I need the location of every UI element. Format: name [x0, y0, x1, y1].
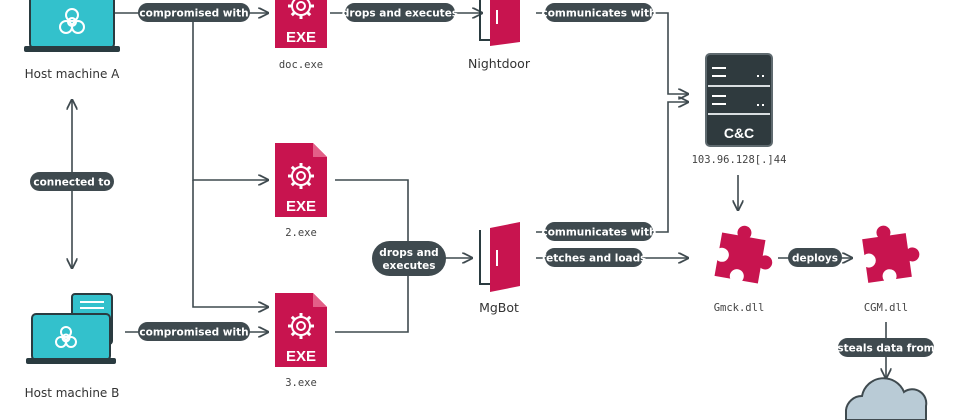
door-icon: [479, 0, 520, 46]
edge-label-communicates-top: communicates with: [541, 3, 657, 22]
edge-label-compromised-b: compromised with: [138, 322, 250, 341]
nightdoor-label: Nightdoor: [468, 56, 531, 71]
cc-server-node: C&C 103.96.128[.]44: [692, 53, 787, 166]
host-b-node: Host machine B: [25, 293, 120, 400]
edge-label-communicates-mid: communicates with: [541, 222, 657, 241]
svg-text:compromised with: compromised with: [139, 327, 248, 339]
puzzle-piece-icon: [860, 221, 923, 283]
gmck-node: Gmck.dll: [714, 222, 778, 314]
edge-label-compromised-a: compromised with: [138, 3, 250, 22]
svg-text:executes: executes: [382, 260, 435, 272]
monitor-biohazard-icon: [26, 293, 116, 364]
svg-text:communicates with: communicates with: [541, 227, 656, 239]
exe-file-gear-icon: EXE: [275, 293, 327, 367]
host-a-label: Host machine A: [25, 67, 121, 81]
edge-label-deploys: deploys: [788, 248, 842, 267]
edge-label-connected-to: connected to: [30, 172, 114, 191]
monitor-biohazard-icon: [24, 0, 120, 52]
doc-exe-node: EXE doc.exe: [275, 0, 327, 71]
two-exe-node: EXE 2.exe: [275, 143, 327, 239]
edge-hostA-2exe: [192, 13, 268, 180]
mgbot-node: MgBot: [479, 222, 520, 315]
host-a-node: Host machine A: [24, 0, 120, 81]
edge-mgbot-cc: [536, 102, 688, 233]
edge-label-drops-executes-top: drops and executes: [342, 3, 458, 22]
cgm-node: CGM.dll: [860, 221, 923, 314]
svg-text:deploys: deploys: [792, 253, 838, 265]
svg-text:communicates with: communicates with: [541, 8, 656, 20]
cc-ip-label: 103.96.128[.]44: [692, 154, 787, 166]
edge-label-fetches-loads: fetches and loads: [542, 248, 647, 267]
mgbot-label: MgBot: [479, 300, 519, 315]
svg-text:fetches and loads: fetches and loads: [542, 253, 647, 265]
three-exe-node: EXE 3.exe: [275, 293, 327, 389]
cloud-icon: [845, 377, 928, 420]
edge-nightdoor-cc: [536, 12, 688, 94]
exe-badge: EXE: [286, 198, 316, 215]
svg-text:compromised with: compromised with: [139, 8, 248, 20]
cgm-label: CGM.dll: [864, 302, 908, 314]
svg-text:steals data from: steals data from: [837, 343, 934, 355]
exe-file-gear-icon: EXE: [275, 0, 327, 48]
edge-label-steals-data: steals data from: [837, 338, 935, 357]
exe-badge: EXE: [286, 29, 316, 46]
host-b-label: Host machine B: [25, 386, 120, 400]
two-exe-label: 2.exe: [285, 227, 317, 239]
edge-hostA-3exe: [192, 180, 268, 307]
svg-text:drops and executes: drops and executes: [342, 8, 458, 20]
cc-box-label: C&C: [724, 125, 754, 141]
exe-file-gear-icon: EXE: [275, 143, 327, 217]
three-exe-label: 3.exe: [285, 377, 317, 389]
edge-label-drops-executes-mid: drops and executes: [372, 241, 446, 276]
gmck-label: Gmck.dll: [714, 302, 765, 314]
server-icon: C&C: [705, 53, 773, 147]
svg-text:connected to: connected to: [33, 177, 110, 189]
puzzle-piece-icon: [714, 222, 778, 286]
door-icon: [479, 222, 520, 292]
exe-badge: EXE: [286, 348, 316, 365]
doc-exe-label: doc.exe: [279, 59, 323, 71]
svg-text:drops and: drops and: [379, 247, 438, 259]
nightdoor-node: Nightdoor: [468, 0, 531, 71]
